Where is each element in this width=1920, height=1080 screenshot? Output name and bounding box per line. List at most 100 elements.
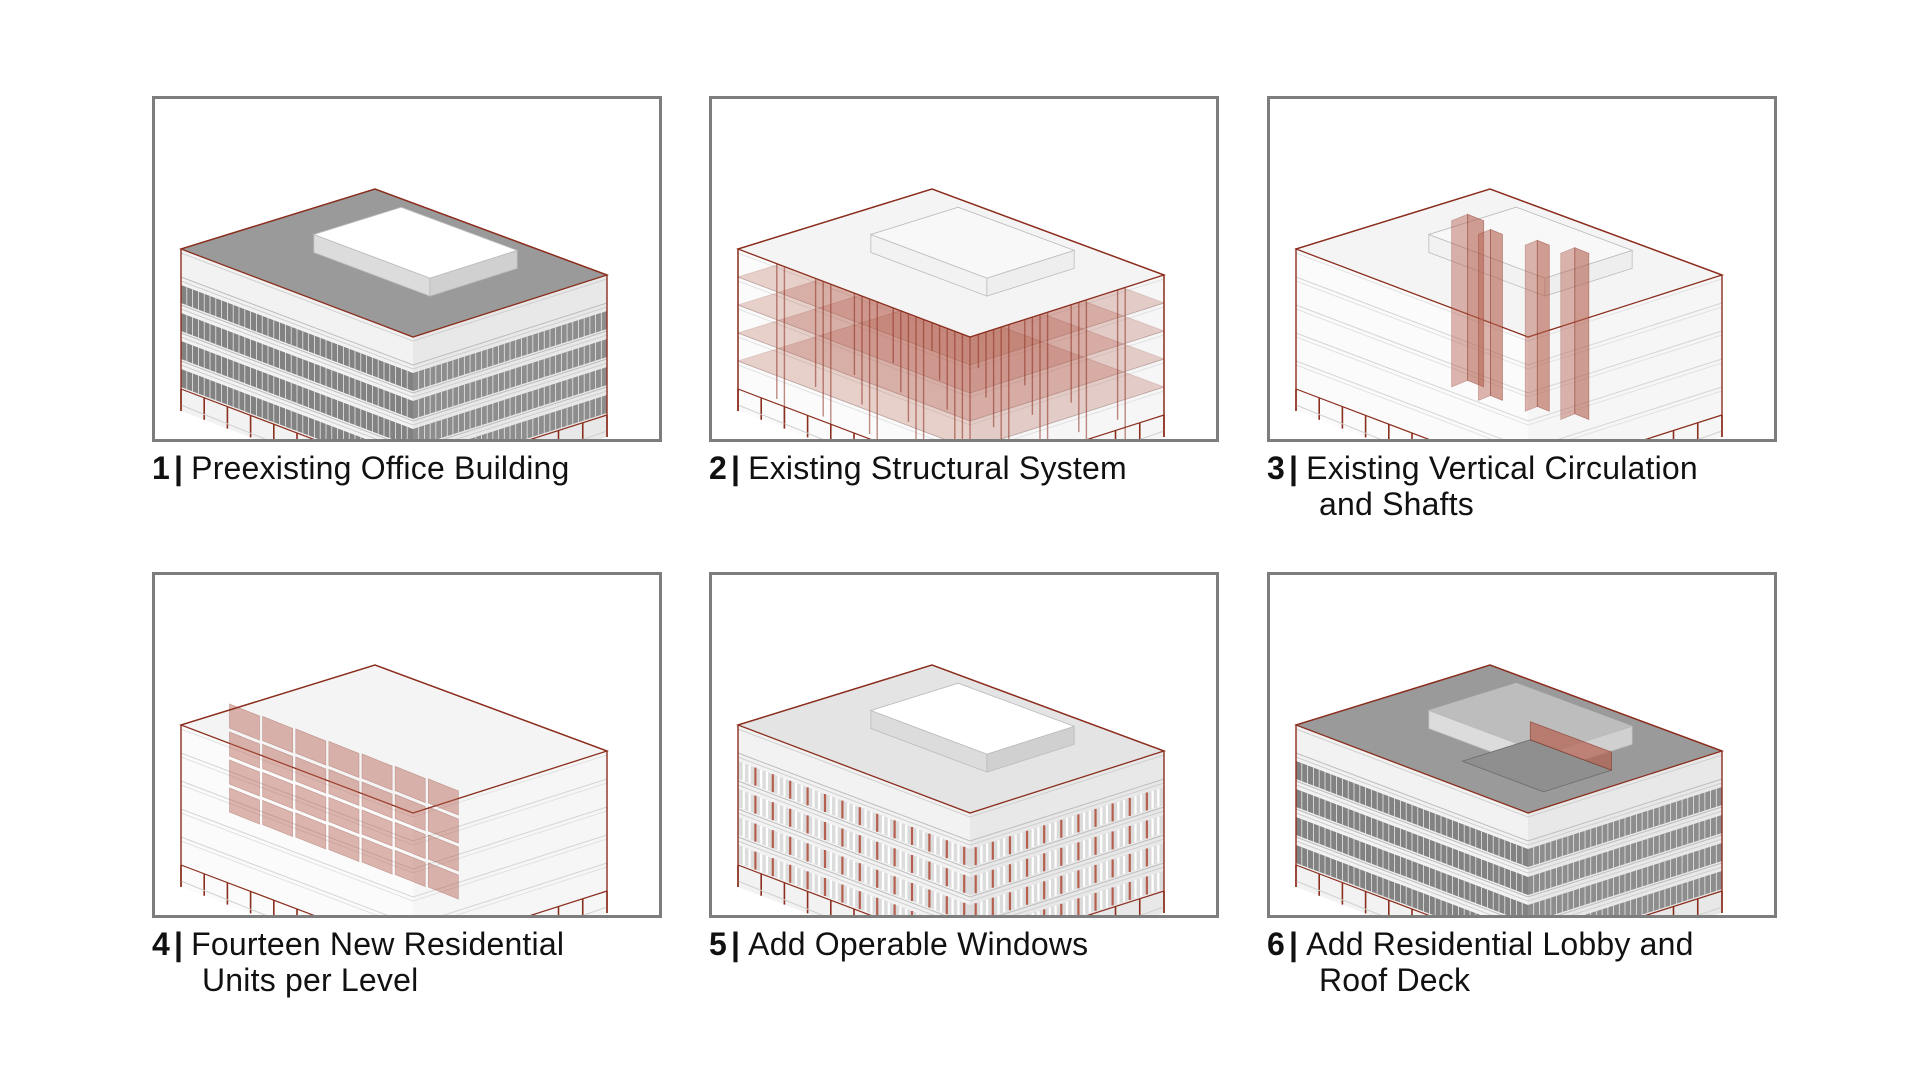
panel-frame-5 [709, 572, 1219, 918]
panel-number: 6 [1267, 926, 1285, 962]
panel-caption-3: 3|Existing Vertical Circulation and Shaf… [1267, 450, 1787, 522]
slab-edge [1295, 360, 1723, 439]
unit-partition [229, 731, 260, 769]
unit-partition [394, 793, 426, 832]
slab-edge [1295, 308, 1723, 398]
panel-number: 5 [709, 926, 727, 962]
slab-edge [180, 756, 608, 846]
panel-title-line2: and Shafts [1319, 486, 1474, 522]
podium-edge [180, 864, 608, 915]
panel-frame-4 [152, 572, 662, 918]
slab-edge [737, 728, 1165, 818]
podium-edge [737, 864, 1165, 915]
panel-number: 3 [1267, 450, 1285, 486]
slab-edge [180, 308, 608, 398]
slab-edge [180, 364, 608, 439]
panel-title: Existing Structural System [748, 450, 1127, 486]
slab-edge [737, 364, 1165, 439]
unit-partition [262, 715, 293, 754]
slab-edge [180, 332, 608, 422]
building-group [179, 188, 609, 439]
vertical-shaft [1560, 247, 1576, 420]
slab-edge [737, 780, 1165, 870]
panel-title-line2: Units per Level [202, 962, 419, 998]
panel-title-line2: Roof Deck [1319, 962, 1471, 998]
vertical-shaft [1451, 213, 1469, 388]
slab-edge [1295, 728, 1723, 818]
slab-edge [180, 780, 608, 870]
ground-edge [1295, 404, 1723, 439]
slab-edge [180, 752, 608, 842]
panel-separator: | [731, 450, 741, 486]
roof-deck-wall [1529, 721, 1612, 771]
slab-edge [1295, 756, 1723, 846]
unit-partition [262, 743, 293, 782]
slab-edge [1295, 780, 1723, 870]
building-outline [737, 664, 1165, 913]
building-group [1294, 664, 1724, 915]
panel-caption-5: 5|Add Operable Windows [709, 926, 1229, 962]
podium-edge [1295, 388, 1723, 439]
penthouse-top [869, 206, 1076, 279]
slab-edge [180, 336, 608, 426]
ground-edge [180, 880, 608, 915]
panel-title: Add Residential Lobby and [1306, 926, 1694, 962]
podium-edge [180, 388, 608, 439]
panel-caption-6: 6|Add Residential Lobby and Roof Deck [1267, 926, 1787, 998]
ground-edge [1295, 880, 1723, 915]
panel-caption-1: 1|Preexisting Office Building [152, 450, 672, 486]
panel-number: 1 [152, 450, 170, 486]
unit-partition [428, 806, 459, 844]
building-group [736, 664, 1166, 915]
slab-edge [180, 840, 608, 915]
building-illustration-3 [1294, 188, 1724, 439]
building-illustration-5 [736, 664, 1166, 915]
slab-edge [180, 784, 608, 874]
window-band-left [1296, 845, 1481, 915]
slab-edge [1295, 304, 1723, 394]
unit-partition [295, 756, 327, 794]
penthouse-top [312, 206, 519, 279]
panel-frame-1 [152, 96, 662, 442]
slab-edge [737, 752, 1165, 842]
panel-frame-6 [1267, 572, 1777, 918]
podium-edge [737, 388, 1165, 439]
facade-left [1296, 249, 1528, 439]
building-outline [180, 188, 608, 437]
slab-edge [180, 728, 608, 818]
ground-edge [737, 404, 1165, 439]
panel-number: 4 [152, 926, 170, 962]
building-outline [1295, 664, 1723, 913]
building-illustration-1 [179, 188, 609, 439]
unit-partition [295, 784, 327, 822]
slab-edge [737, 756, 1165, 846]
slab-edge [737, 360, 1165, 439]
slab-edge [1295, 336, 1723, 426]
unit-partition [328, 824, 360, 863]
unit-partition [428, 862, 459, 900]
panel-separator: | [1289, 926, 1299, 962]
slab-edge [1295, 276, 1723, 366]
building-outline [180, 664, 608, 913]
slab-edge [180, 360, 608, 439]
building-illustration-2 [736, 188, 1166, 439]
building-illustration-6 [1294, 664, 1724, 915]
unit-partition [361, 809, 393, 847]
panel-frame-2 [709, 96, 1219, 442]
unit-partition [328, 740, 360, 779]
unit-partition [295, 728, 327, 766]
slab-edge [737, 836, 1165, 915]
building-outline [1295, 188, 1723, 437]
panel-number: 2 [709, 450, 727, 486]
slab-edge [180, 276, 608, 366]
slab-edge [180, 836, 608, 915]
slab-edge [1295, 840, 1723, 915]
ground-edge [737, 880, 1165, 915]
slab-edge [737, 808, 1165, 898]
slab-edge [737, 812, 1165, 902]
slab-edge [1295, 808, 1723, 898]
unit-partition [394, 821, 426, 860]
unit-partition [262, 799, 293, 838]
panel-caption-4: 4|Fourteen New Residential Units per Lev… [152, 926, 672, 998]
